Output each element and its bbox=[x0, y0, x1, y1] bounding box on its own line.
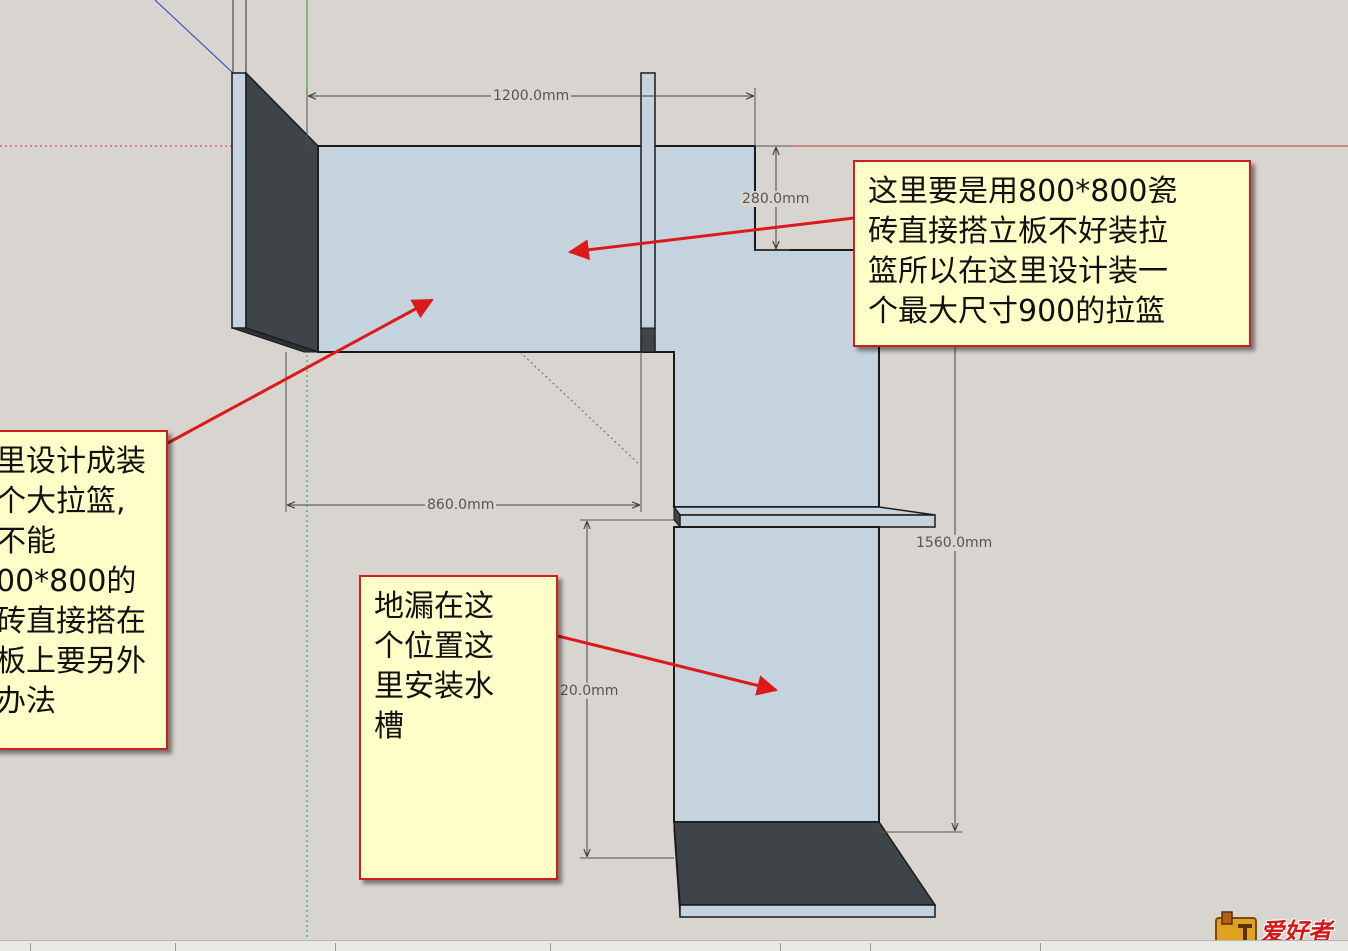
site-logo: 爱好者 bbox=[1214, 908, 1344, 946]
status-divider bbox=[175, 943, 176, 951]
note-line: 砖直接搭在 bbox=[0, 604, 146, 639]
base-left bbox=[673, 821, 681, 918]
note-top-right[interactable]: 这里要是用800*800瓷 砖直接搭立板不好装拉 篮所以在这里设计装一 个最大尺… bbox=[853, 160, 1251, 347]
status-divider bbox=[30, 943, 31, 951]
status-divider bbox=[550, 943, 551, 951]
note-line: 办法 bbox=[0, 684, 56, 719]
dim-label-860: 860.0mm bbox=[425, 497, 497, 513]
note-line: 个位置这 bbox=[374, 629, 494, 664]
note-middle[interactable]: 地漏在这 个位置这 里安装水 槽 bbox=[359, 575, 558, 880]
note-line: 槽 bbox=[374, 709, 404, 744]
arrow-middle bbox=[557, 634, 779, 696]
carpenter-logo-icon bbox=[1215, 911, 1257, 943]
note-line: 里设计成装 bbox=[0, 444, 146, 479]
base-front bbox=[679, 904, 936, 918]
guide-line bbox=[519, 351, 641, 466]
status-divider bbox=[870, 943, 871, 951]
dim-label-280: 280.0mm bbox=[740, 191, 812, 207]
left-board-face[interactable] bbox=[231, 72, 247, 329]
status-divider bbox=[1040, 943, 1041, 951]
base-dark[interactable] bbox=[673, 821, 937, 906]
status-bar bbox=[0, 940, 1348, 951]
blue-axis bbox=[154, 0, 234, 74]
status-divider bbox=[780, 943, 781, 951]
note-line: 里安装水 bbox=[374, 669, 494, 704]
note-line: 板上要另外 bbox=[0, 644, 146, 679]
left-board-bottom bbox=[231, 327, 319, 353]
step-edge bbox=[655, 351, 675, 507]
dim-label-1560: 1560.0mm bbox=[914, 535, 995, 551]
note-line: 不能 bbox=[0, 524, 56, 559]
arrow-left bbox=[165, 298, 434, 446]
shelf-top[interactable] bbox=[672, 506, 936, 516]
note-line: 砖直接搭立板不好装拉 bbox=[868, 214, 1168, 249]
note-left[interactable]: 里设计成装 个大拉篮, 不能 00*800的 砖直接搭在 板上要另外 办法 bbox=[0, 430, 168, 750]
note-line: 地漏在这 bbox=[374, 589, 494, 624]
shelf-front bbox=[679, 514, 936, 528]
note-line: 这里要是用800*800瓷 bbox=[868, 174, 1178, 209]
dim-label-20: 20.0mm bbox=[558, 683, 621, 699]
note-line: 个大拉篮, bbox=[0, 484, 126, 519]
divider-board-bottom bbox=[640, 327, 656, 353]
divider-board[interactable] bbox=[640, 72, 656, 353]
lower-panel[interactable] bbox=[673, 526, 880, 823]
dim-label-1200: 1200.0mm bbox=[491, 88, 572, 104]
note-line: 篮所以在这里设计装一 bbox=[868, 254, 1168, 289]
note-line: 00*800的 bbox=[0, 564, 137, 599]
note-line: 个最大尺寸900的拉篮 bbox=[868, 294, 1166, 329]
arrow-top-right bbox=[567, 216, 855, 261]
status-divider bbox=[335, 943, 336, 951]
